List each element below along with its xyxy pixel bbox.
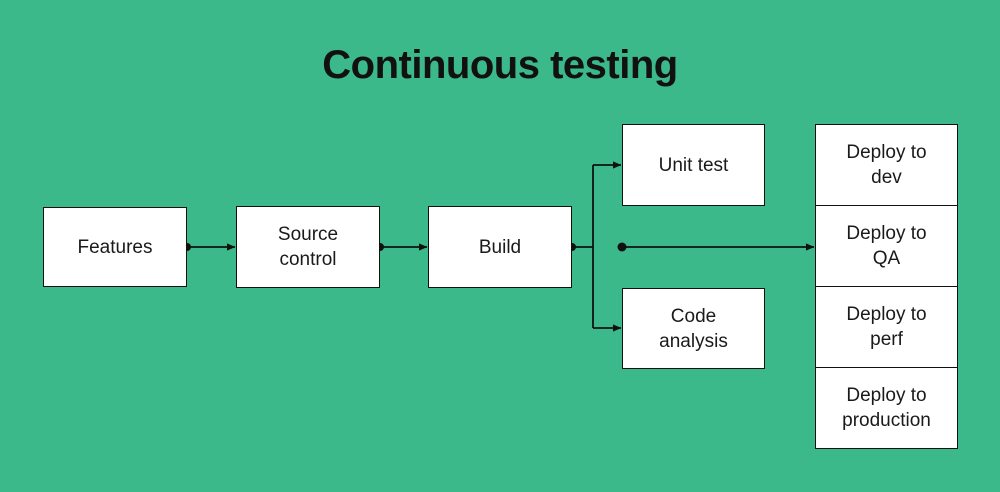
node-deploy-to-qa[interactable]: Deploy to QA (816, 206, 957, 287)
page-title: Continuous testing (322, 43, 678, 87)
edge-build-to-deploy-stack (617, 242, 815, 252)
deploy-stack: Deploy to dev Deploy to QA Deploy to per… (815, 124, 958, 449)
node-unit-test[interactable]: Unit test (622, 124, 765, 206)
node-deploy-to-dev[interactable]: Deploy to dev (816, 125, 957, 206)
node-build[interactable]: Build (428, 206, 572, 288)
node-source-control[interactable]: Source control (236, 206, 380, 288)
edge-source-control-to-build (376, 243, 428, 251)
node-deploy-to-perf[interactable]: Deploy to perf (816, 287, 957, 368)
node-code-analysis[interactable]: Code analysis (622, 288, 765, 369)
edge-source-dot (617, 242, 627, 252)
edge-features-to-source-control (183, 243, 236, 251)
node-features[interactable]: Features (43, 207, 187, 287)
node-deploy-to-production[interactable]: Deploy to production (842, 385, 931, 431)
